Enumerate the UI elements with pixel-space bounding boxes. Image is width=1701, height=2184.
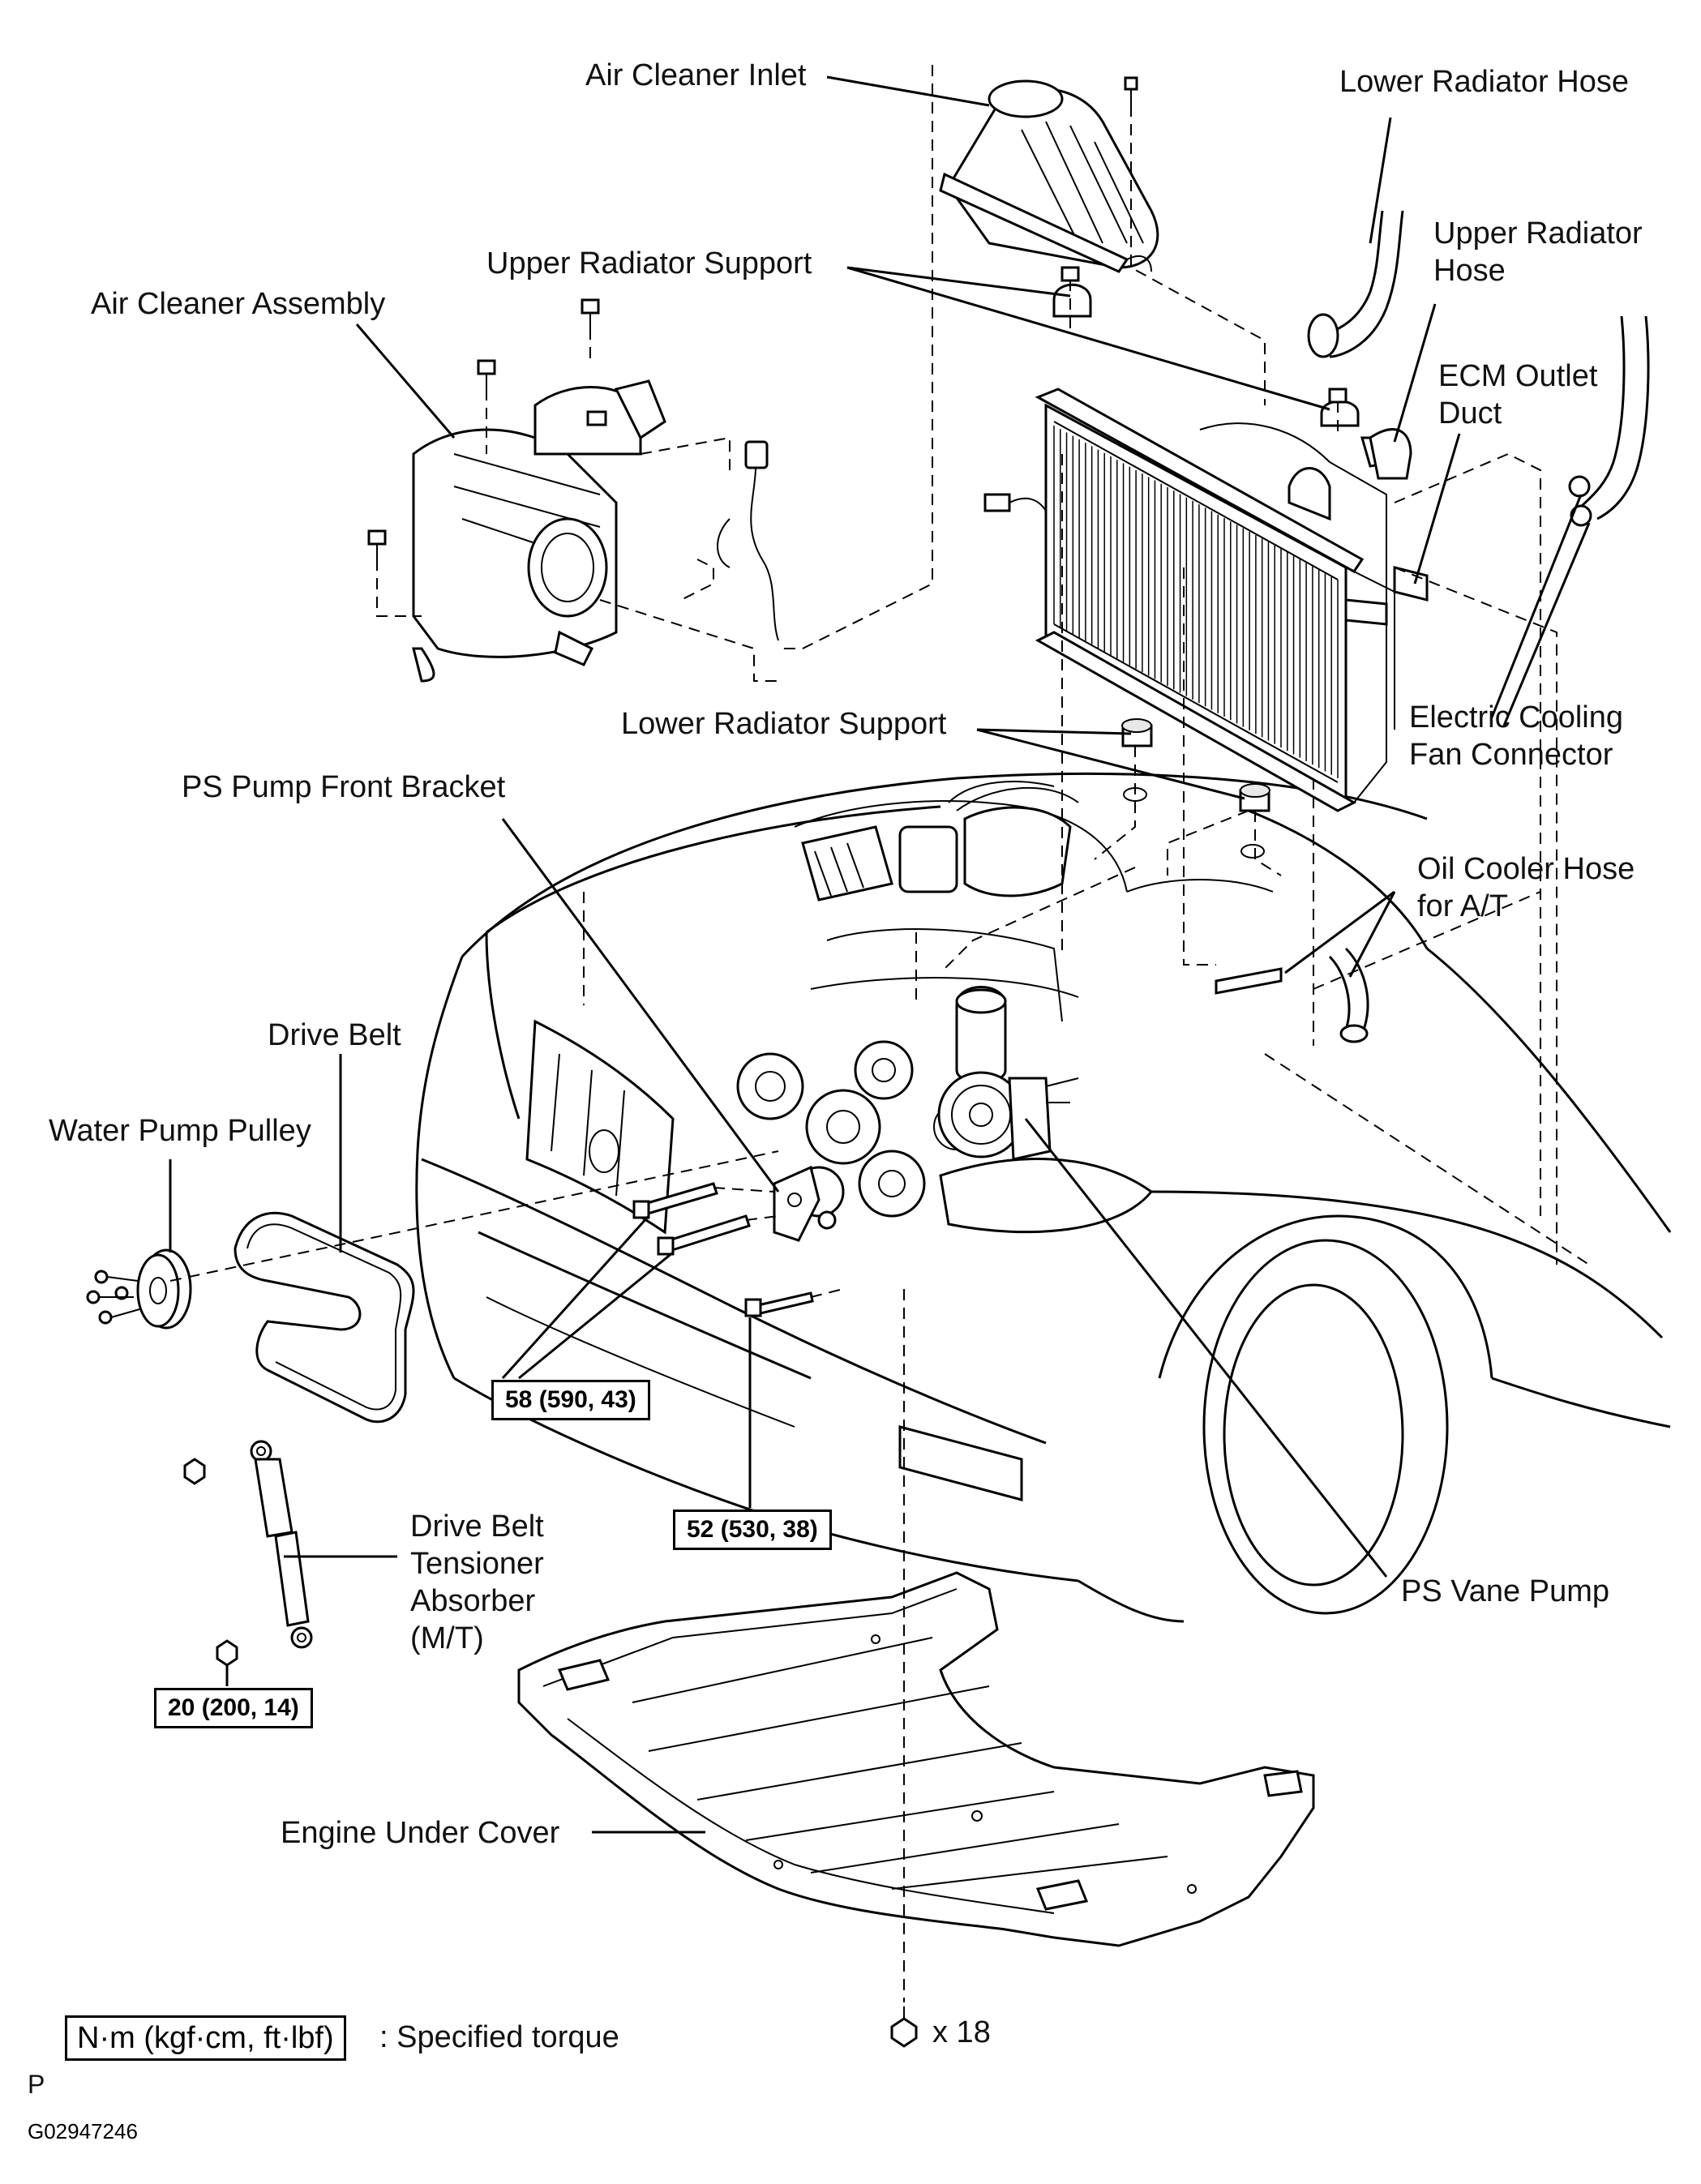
label-tensioner-line4: (M/T): [410, 1621, 484, 1655]
label-ecm-outlet-duct-line1: ECM Outlet: [1438, 359, 1598, 393]
label-electric-cooling-fan-line1: Electric Cooling: [1409, 700, 1623, 734]
inlet-bolt: [1124, 76, 1138, 105]
tensioner-absorber-part: [183, 1440, 313, 1667]
air-cleaner-assembly-part: [367, 298, 779, 683]
label-lower-radiator-support: Lower Radiator Support: [621, 707, 947, 741]
upper-radiator-support-parts: [1052, 266, 1360, 427]
leader-lines: [169, 75, 1591, 1834]
label-air-cleaner-assembly: Air Cleaner Assembly: [91, 287, 386, 321]
label-ecm-outlet-duct-line2: Duct: [1438, 396, 1502, 430]
label-water-pump-pulley: Water Pump Pulley: [49, 1114, 311, 1148]
label-upper-radiator-support: Upper Radiator Support: [486, 246, 812, 280]
legend-specified-torque: : Specified torque: [379, 2020, 619, 2054]
torque-box-52: 52 (530, 38): [673, 1510, 832, 1550]
label-engine-under-cover: Engine Under Cover: [281, 1816, 560, 1850]
label-upper-radiator-hose-line2: Hose: [1433, 254, 1506, 288]
label-electric-cooling-fan-line2: Fan Connector: [1409, 738, 1613, 772]
engine-bay: [736, 781, 1274, 1218]
label-tensioner-line3: Absorber: [410, 1584, 536, 1618]
drive-belt-part: [234, 1211, 415, 1424]
ps-pump-front-bracket-part: [773, 1165, 837, 1242]
water-pump-pulley-part: [86, 1248, 192, 1330]
label-air-cleaner-inlet: Air Cleaner Inlet: [585, 58, 807, 92]
figure-id: G02947246: [28, 2119, 138, 2143]
torque-box-58: 58 (590, 43): [491, 1380, 650, 1420]
fan-connector-left: [983, 493, 1047, 512]
lower-radiator-support-parts: [1121, 718, 1270, 859]
label-ps-vane-pump: PS Vane Pump: [1401, 1574, 1610, 1608]
label-bolt-count: x 18: [932, 2015, 991, 2049]
air-cleaner-inlet-part: [939, 79, 1159, 273]
car-body-outline: [415, 772, 1672, 1623]
label-oil-cooler-hose-line2: for A/T: [1417, 889, 1508, 923]
engine-under-cover-part: [517, 1571, 1315, 1947]
torque-box-20: 20 (200, 14): [154, 1688, 313, 1728]
label-upper-radiator-hose-line1: Upper Radiator: [1433, 216, 1643, 251]
radiator-part: [1035, 388, 1400, 812]
hoses: [1215, 210, 1650, 1043]
footer-letter: P: [28, 2070, 45, 2099]
label-ps-pump-front-bracket: PS Pump Front Bracket: [182, 770, 506, 804]
bracket-bolts: [632, 1182, 814, 1317]
label-oil-cooler-hose-line1: Oil Cooler Hose: [1417, 852, 1635, 886]
under-cover-clip-icon: [890, 2006, 918, 2048]
legend-torque-units: N·m (kgf·cm, ft·lbf): [65, 2015, 346, 2061]
label-lower-radiator-hose: Lower Radiator Hose: [1339, 65, 1629, 99]
label-tensioner-line2: Tensioner: [410, 1547, 544, 1581]
label-tensioner-line1: Drive Belt: [410, 1510, 544, 1544]
label-drive-belt: Drive Belt: [268, 1018, 401, 1052]
